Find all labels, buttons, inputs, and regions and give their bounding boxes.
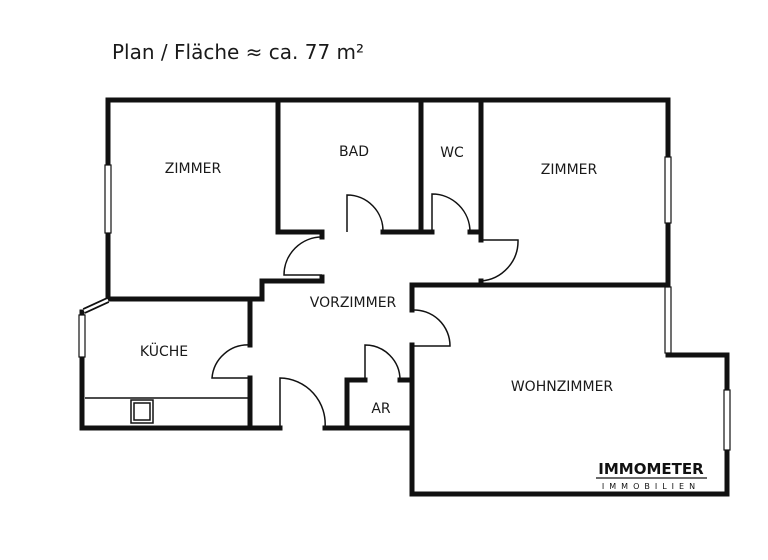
entrance-door — [279, 377, 326, 429]
door-bad — [346, 194, 384, 233]
door-zimmer-right — [480, 239, 519, 282]
logo-brand: IMMOMETER — [598, 460, 704, 478]
window-diagonal-glass — [83, 298, 109, 313]
doors — [211, 193, 519, 429]
kitchen-counter — [85, 397, 248, 424]
stove-icon — [130, 399, 154, 424]
window — [723, 389, 731, 451]
room-label-zimmer: ZIMMER — [165, 161, 222, 177]
logo-subtitle: IMMOBILIEN — [602, 482, 700, 491]
room-label-wc: WC — [440, 145, 464, 161]
walls — [79, 97, 730, 497]
window — [78, 314, 86, 358]
room-label-wohnzimmer: WOHNZIMMER — [511, 379, 614, 395]
door-zimmer-left — [283, 236, 323, 276]
window — [664, 156, 672, 224]
door-ar — [364, 344, 401, 381]
room-label-vorzimmer: VORZIMMER — [310, 295, 397, 311]
room-labels: ZIMMER BAD WC ZIMMER VORZIMMER KÜCHE AR … — [140, 144, 614, 417]
room-label-kueche: KÜCHE — [140, 342, 188, 360]
window — [104, 164, 112, 234]
stove-inner — [133, 402, 151, 421]
windows — [78, 156, 731, 451]
logo: IMMOMETER IMMOBILIEN — [596, 460, 707, 491]
room-label-bad: BAD — [339, 144, 369, 160]
room-label-zimmer: ZIMMER — [541, 162, 598, 178]
window — [664, 286, 672, 354]
room-label-ar: AR — [371, 401, 391, 417]
door-wc — [431, 193, 471, 233]
plan-title: Plan / Fläche ≈ ca. 77 m² — [112, 40, 365, 64]
door-kueche — [211, 344, 251, 379]
door-wohnzimmer — [411, 309, 451, 347]
